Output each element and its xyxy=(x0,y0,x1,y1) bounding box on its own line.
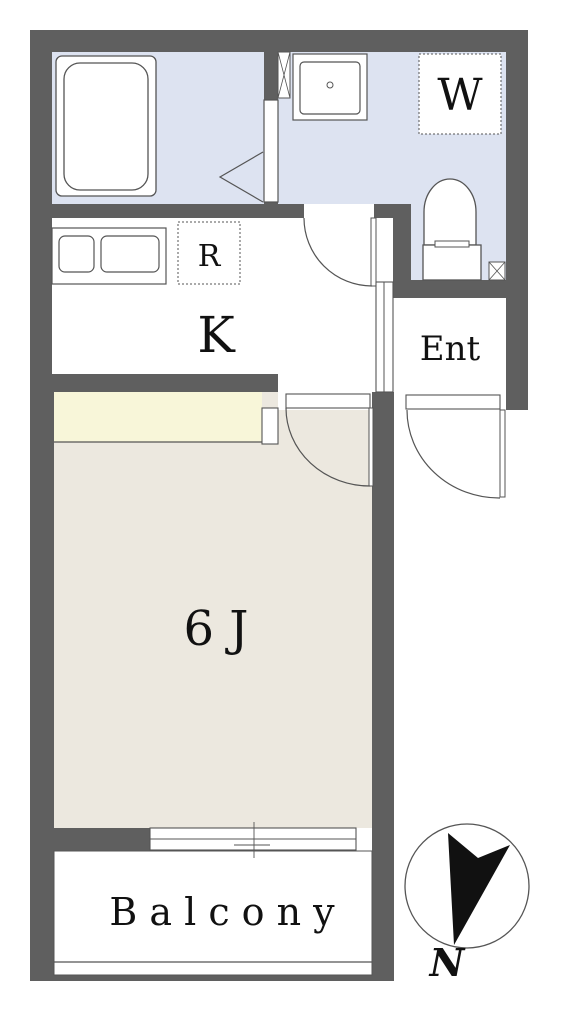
washroom-door-opening xyxy=(304,204,374,218)
living-door xyxy=(278,392,374,487)
closet-door-panel xyxy=(261,407,279,445)
entrance-floor xyxy=(393,298,506,392)
washroom-door xyxy=(303,204,377,287)
compass: N xyxy=(404,823,530,985)
front-door xyxy=(394,392,506,499)
toilet-tank xyxy=(422,244,482,281)
west-wall-lower xyxy=(30,380,54,980)
front-door-leaf xyxy=(499,409,506,498)
front-door-swing xyxy=(406,409,501,499)
balcony-edge xyxy=(53,850,373,976)
label-washroom: W xyxy=(437,70,483,121)
washroom-fixtures: W xyxy=(277,51,502,135)
balcony-window xyxy=(149,822,357,858)
sink-basin xyxy=(100,235,160,273)
toilet xyxy=(422,178,506,281)
living-door-leaf xyxy=(368,407,374,487)
compass-north-label: N xyxy=(429,940,466,985)
hatch-box-top-cross xyxy=(277,51,291,99)
living-floor xyxy=(54,392,372,828)
kitchen-fixtures: R K xyxy=(51,221,241,364)
balcony-south-wall xyxy=(30,975,394,981)
fridge-space xyxy=(177,221,241,285)
label-living: 6 J xyxy=(183,601,248,657)
balcony-floor xyxy=(54,851,372,975)
toilet-flush xyxy=(434,240,470,248)
washbasin-drain xyxy=(326,81,334,89)
closet: 6 J xyxy=(54,407,279,657)
toilet-bowl xyxy=(423,178,477,246)
bathtub-inner xyxy=(63,62,149,191)
front-door-frame xyxy=(405,394,501,410)
compass-arrow xyxy=(448,833,510,945)
label-kitchen: K xyxy=(197,306,236,364)
east-wall-lower xyxy=(372,392,394,980)
toilet-hatch-box-cross xyxy=(488,261,506,281)
bathtub xyxy=(55,55,157,197)
kitchen-floor-ext xyxy=(278,370,393,392)
bathroom-door-marker xyxy=(218,151,264,203)
closet-floor xyxy=(54,392,262,442)
entrance-partition: Ent xyxy=(375,281,481,393)
washroom-door-swing xyxy=(303,217,373,287)
washer-space xyxy=(418,53,502,135)
label-entrance: Ent xyxy=(420,329,481,369)
label-fridge: R xyxy=(198,239,222,274)
living-door-frame xyxy=(285,393,371,409)
living-door-swing xyxy=(285,407,371,487)
stove-burner xyxy=(58,235,95,273)
label-balcony: B a l c o n y xyxy=(109,890,335,934)
bathroom-door-panel xyxy=(263,99,279,203)
washroom-door-leaf xyxy=(370,217,377,287)
bathroom-door xyxy=(218,99,279,203)
balcony: B a l c o n y xyxy=(53,850,373,976)
